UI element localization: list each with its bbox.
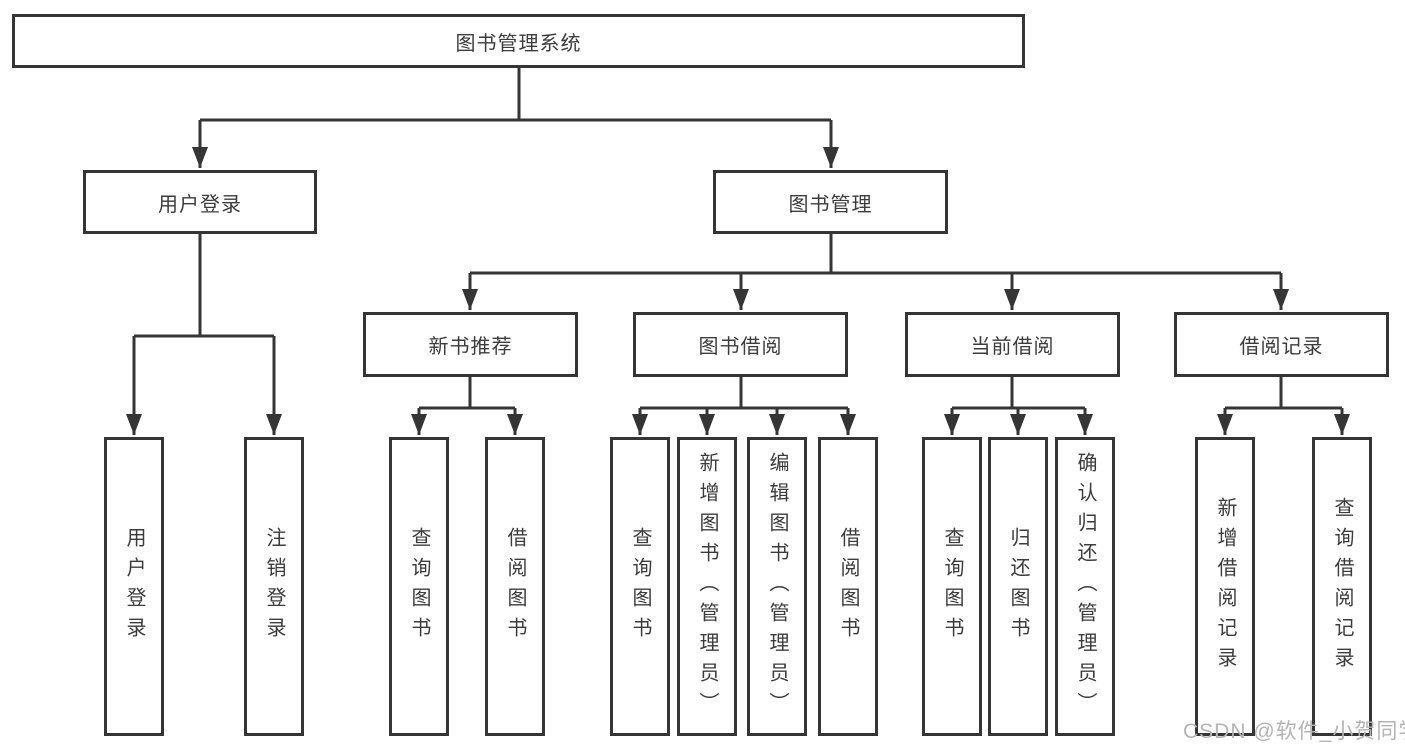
node-current-borrow: 当前借阅 <box>905 312 1120 377</box>
leaf-current-confirm-return-admin: 确认归还（管理员） <box>1055 437 1115 736</box>
leaf-current-return-book: 归还图书 <box>988 437 1048 736</box>
node-book-borrow: 图书借阅 <box>633 312 848 377</box>
leaf-borrow-query-book: 查询图书 <box>610 437 670 736</box>
leaf-records-add-record: 新增借阅记录 <box>1195 437 1255 736</box>
leaf-newbooks-borrow-book: 借阅图书 <box>485 437 545 736</box>
leaf-newbooks-query-book: 查询图书 <box>389 437 449 736</box>
leaf-records-query-record: 查询借阅记录 <box>1312 437 1372 736</box>
csdn-watermark: CSDN @软件_小贺同学 <box>1183 720 1405 743</box>
node-borrow-records: 借阅记录 <box>1174 312 1389 377</box>
leaf-current-query-book: 查询图书 <box>922 437 982 736</box>
leaf-user-login: 用户登录 <box>104 437 164 736</box>
leaf-borrow-borrow-book: 借阅图书 <box>818 437 878 736</box>
leaf-borrow-add-book-admin: 新增图书（管理员） <box>677 437 737 736</box>
node-book-management: 图书管理 <box>713 170 948 234</box>
leaf-logout: 注销登录 <box>244 437 304 736</box>
node-new-book-recommend: 新书推荐 <box>363 312 578 377</box>
leaf-borrow-edit-book-admin: 编辑图书（管理员） <box>747 437 807 736</box>
node-user-login: 用户登录 <box>83 170 317 234</box>
node-library-system: 图书管理系统 <box>12 14 1025 68</box>
